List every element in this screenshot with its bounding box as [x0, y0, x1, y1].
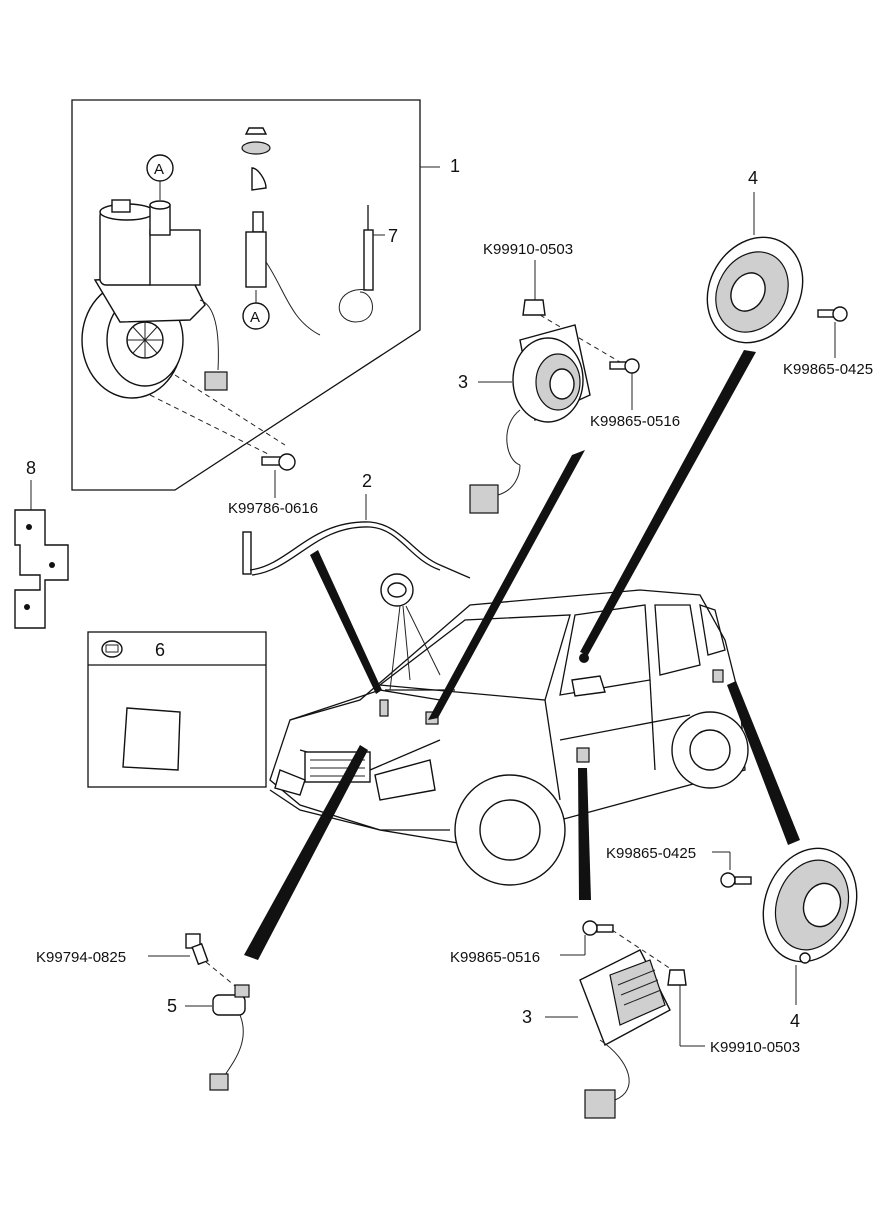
- part-number-antenna-screw: K99786-0616: [228, 500, 318, 517]
- antenna-mast-parts: [241, 127, 321, 336]
- bolt-icon: [185, 933, 209, 966]
- tape-symbol-icon: [101, 640, 123, 658]
- marker-a-top: A: [154, 161, 164, 178]
- part-6-box: [87, 631, 267, 788]
- part-number-clip-bottom: K99910-0503: [710, 1039, 800, 1056]
- callout-4-top: 4: [748, 168, 758, 188]
- screw-icon: [261, 453, 296, 471]
- vehicle-outline: [269, 589, 749, 886]
- callout-8: 8: [26, 458, 36, 478]
- screw-icon: [817, 306, 848, 322]
- pointer-wedges: [244, 350, 800, 960]
- callout-6: 6: [155, 640, 165, 660]
- screw-icon: [582, 920, 614, 936]
- antenna-rod: [338, 205, 374, 323]
- rear-speaker-icon: [762, 847, 858, 964]
- antenna-motor-icon: [81, 199, 228, 399]
- clip-icon: [667, 969, 687, 986]
- part-number-screw-bottom: K99865-0516: [450, 949, 540, 966]
- rear-speaker-icon: [706, 236, 804, 344]
- marker-a-bottom: A: [250, 309, 260, 326]
- callout-4-bottom: 4: [790, 1011, 800, 1031]
- callout-7: 7: [388, 226, 398, 246]
- callout-5: 5: [167, 996, 177, 1016]
- antenna-assembly-box: [71, 99, 440, 491]
- tape-symbol-car-icon: [380, 573, 414, 607]
- antenna-cable: [242, 521, 471, 579]
- part-number-condenser-bolt: K99794-0825: [36, 949, 126, 966]
- bracket-icon: [14, 509, 69, 629]
- screw-icon: [609, 358, 640, 374]
- part-number-clip-top: K99910-0503: [483, 241, 573, 258]
- callout-2: 2: [362, 471, 372, 491]
- part-number-screw-top: K99865-0516: [590, 413, 680, 430]
- callout-3-bottom: 3: [522, 1007, 532, 1027]
- screw-icon: [720, 872, 752, 888]
- tweeter-speaker-icon: [469, 324, 591, 514]
- condenser-icon: [209, 984, 250, 1091]
- part-number-speaker-screw-bottom: K99865-0425: [606, 845, 696, 862]
- callout-1: 1: [450, 156, 460, 176]
- clip-icon: [522, 299, 546, 316]
- tweeter-speaker-icon: [579, 949, 671, 1119]
- callout-3-top: 3: [458, 372, 468, 392]
- part-number-speaker-screw-top: K99865-0425: [783, 361, 873, 378]
